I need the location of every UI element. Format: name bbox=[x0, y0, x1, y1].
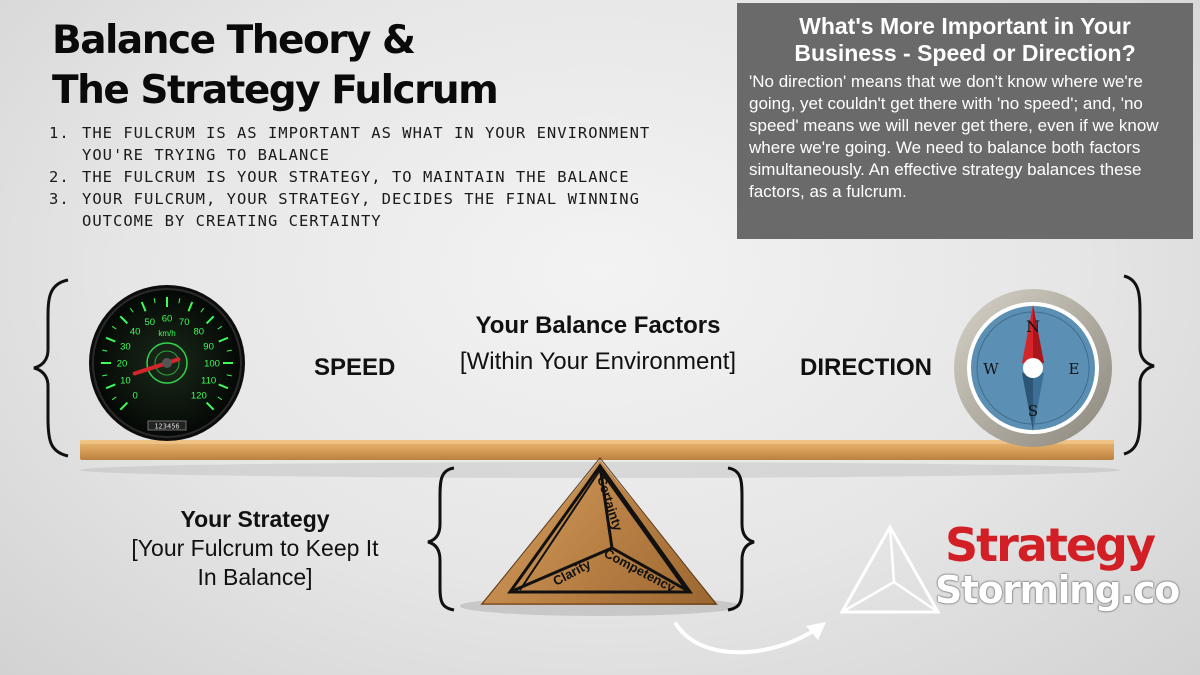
speedometer-tick-label: 50 bbox=[144, 317, 155, 328]
title-line-1: Balance Theory & bbox=[52, 18, 416, 63]
speedometer-tick bbox=[200, 307, 205, 313]
left-brace-fulcrum bbox=[427, 466, 455, 612]
speedometer-tick-label: 10 bbox=[120, 376, 131, 387]
balance-factors-heading: Your Balance Factors bbox=[475, 312, 721, 339]
balance-plank bbox=[80, 440, 1114, 460]
direction-label: DIRECTION bbox=[800, 354, 932, 381]
page-title: Balance Theory & The Strategy Fulcrum bbox=[52, 16, 612, 116]
speedometer-tick bbox=[111, 325, 117, 330]
principle-item-2: THE FULCRUM IS YOUR STRATEGY, TO MAINTAI… bbox=[80, 166, 680, 188]
strategy-heading: Your Strategy bbox=[180, 506, 330, 532]
balance-factors: Your Balance Factors [Within Your Enviro… bbox=[440, 308, 756, 380]
speedometer-tick-label: 0 bbox=[133, 390, 138, 401]
speedometer-tick bbox=[102, 374, 108, 377]
speedometer-tick bbox=[119, 315, 129, 325]
compass-icon: N E S W bbox=[954, 289, 1112, 447]
right-brace-fulcrum bbox=[727, 466, 755, 612]
speedometer-tick bbox=[217, 396, 223, 401]
speedometer-tick bbox=[217, 325, 223, 330]
speedometer-tick bbox=[205, 315, 215, 325]
speedometer-tick bbox=[226, 349, 232, 352]
principles-list: THE FULCRUM IS AS IMPORTANT AS WHAT IN Y… bbox=[62, 122, 680, 232]
speedometer-tick bbox=[226, 374, 232, 377]
fulcrum: Certainty Clarity Competency bbox=[460, 457, 740, 616]
strategy-sub: [Your Fulcrum to Keep It In Balance] bbox=[131, 535, 379, 590]
logo-text-storming: Storming.co bbox=[935, 568, 1180, 612]
right-brace-top bbox=[1123, 274, 1155, 456]
speed-label: SPEED bbox=[314, 354, 396, 381]
speedometer-tick bbox=[129, 307, 134, 313]
strategy-caption: Your Strategy [Your Fulcrum to Keep It I… bbox=[120, 505, 390, 592]
info-box: What's More Important in Your Business -… bbox=[737, 3, 1193, 239]
speedometer-tick-label: 30 bbox=[120, 341, 131, 352]
speedometer-tick-label: 120 bbox=[191, 390, 207, 401]
curved-arrow-icon bbox=[674, 622, 826, 655]
compass-south: S bbox=[1028, 402, 1038, 420]
info-body: 'No direction' means that we don't know … bbox=[749, 72, 1159, 201]
speedometer-odometer: 123456 bbox=[154, 423, 179, 431]
speedometer-tick bbox=[178, 298, 181, 304]
speedometer-tick-label: 80 bbox=[194, 327, 205, 338]
compass-west: W bbox=[983, 360, 999, 378]
speedometer-tick-label: 90 bbox=[203, 341, 214, 352]
speedometer-tick bbox=[119, 401, 129, 411]
speedometer-tick bbox=[140, 301, 147, 312]
speedometer-tick bbox=[218, 383, 229, 390]
principle-item-3: YOUR FULCRUM, YOUR STRATEGY, DECIDES THE… bbox=[80, 188, 680, 232]
speedometer-tick bbox=[105, 383, 116, 390]
speedometer-tick-label: 70 bbox=[179, 317, 190, 328]
speedometer-tick-label: 100 bbox=[204, 359, 220, 370]
info-question: What's More Important in Your Business -… bbox=[794, 13, 1136, 66]
speedometer-tick bbox=[111, 396, 117, 401]
left-brace-top bbox=[33, 278, 69, 458]
speedometer-tick bbox=[205, 401, 215, 411]
speedometer-tick bbox=[187, 301, 194, 312]
speedometer-tick-label: 20 bbox=[117, 359, 128, 370]
title-line-2: The Strategy Fulcrum bbox=[52, 68, 499, 113]
speedometer-tick-label: 110 bbox=[201, 376, 216, 387]
speedometer-unit: km/h bbox=[158, 329, 175, 338]
principle-item-1: THE FULCRUM IS AS IMPORTANT AS WHAT IN Y… bbox=[80, 122, 680, 166]
logo-text-strategy: Strategy bbox=[945, 518, 1156, 572]
speedometer-tick bbox=[153, 298, 156, 304]
speedometer-tick bbox=[102, 349, 108, 352]
compass-north: N bbox=[1026, 317, 1040, 336]
logo-triangle-icon bbox=[839, 523, 941, 614]
speedometer-tick bbox=[105, 336, 116, 343]
speedometer-tick bbox=[218, 336, 229, 343]
speedometer-tick-label: 60 bbox=[162, 314, 173, 325]
compass-east: E bbox=[1069, 360, 1080, 378]
speedometer-tick-label: 40 bbox=[130, 327, 141, 338]
balance-factors-sub: [Within Your Environment] bbox=[459, 348, 737, 375]
